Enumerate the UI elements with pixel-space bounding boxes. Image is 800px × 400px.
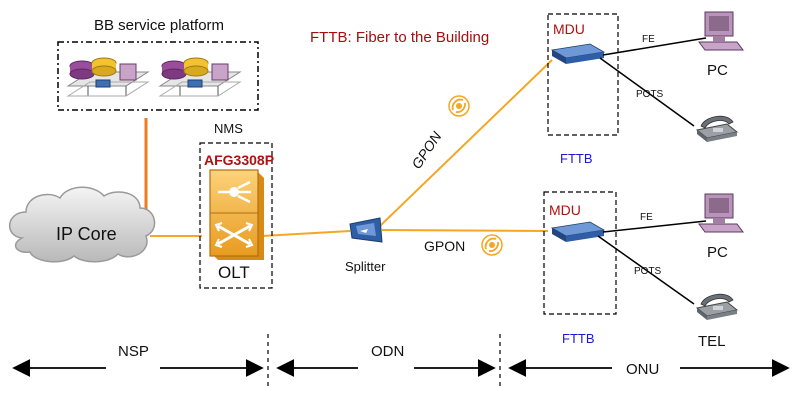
ip-core-label: IP Core xyxy=(56,224,117,244)
optical-signal-icon xyxy=(448,95,470,117)
telephone-icon xyxy=(695,115,739,142)
mdu-lower-boundary xyxy=(543,191,617,315)
segment-nsp: NSP xyxy=(12,343,264,377)
olt-model: AFG3308P xyxy=(204,152,274,168)
pc-icon xyxy=(698,193,744,233)
telephone-icon xyxy=(695,293,739,320)
onu-label: ONU xyxy=(626,361,659,378)
mdu-lower-label: MDU xyxy=(549,202,581,218)
mdu-upper-fe-link xyxy=(602,37,707,56)
mdu-lower-fttb: FTTB xyxy=(562,331,595,346)
server-icon xyxy=(66,57,150,97)
gpon-upper-label: GPON xyxy=(408,128,445,172)
bb-service-platform: BB service platform xyxy=(57,17,259,111)
switch-icon xyxy=(550,221,606,242)
mdu-upper-fe-label: FE xyxy=(642,34,655,45)
mdu-lower-pc-label: PC xyxy=(707,244,728,261)
splitter-mdu-upper-fiber xyxy=(379,59,553,227)
mdu-lower: MDU FTTB xyxy=(543,191,617,346)
diagram-title: FTTB: Fiber to the Building xyxy=(310,29,489,46)
olt-label: OLT xyxy=(218,263,250,282)
ip-core-cloud: IP Core xyxy=(9,186,156,263)
olt-splitter-fiber xyxy=(261,230,351,237)
pc-icon xyxy=(698,11,744,51)
splitter-mdu-lower-fiber xyxy=(381,229,549,232)
segment-onu: ONU xyxy=(508,359,790,378)
mdu-upper-boundary xyxy=(547,13,619,136)
mdu-upper-pots-link xyxy=(599,57,695,127)
mdu-lower-pots-label: POTS xyxy=(634,266,662,277)
mdu-upper-fttb: FTTB xyxy=(560,151,593,166)
switch-icon xyxy=(550,43,606,64)
bb-platform-label: BB service platform xyxy=(94,17,224,34)
mdu-lower-pots-link xyxy=(597,235,695,305)
nsp-label: NSP xyxy=(118,343,149,360)
segment-odn: ODN xyxy=(276,343,496,377)
splitter-label: Splitter xyxy=(345,259,386,274)
olt-boundary xyxy=(199,142,273,289)
odn-label: ODN xyxy=(371,343,404,360)
olt: NMS AFG3308P OLT xyxy=(199,121,274,289)
cloud-icon xyxy=(9,186,156,263)
nms-label: NMS xyxy=(214,121,243,136)
mdu-upper-label: MDU xyxy=(553,21,585,37)
splitter-icon xyxy=(349,217,383,243)
mdu-upper-pc-label: PC xyxy=(707,62,728,79)
mdu-lower-fe-link xyxy=(602,220,707,233)
mdu-lower-tel-label: TEL xyxy=(698,333,726,350)
mdu-upper: MDU FTTB xyxy=(547,13,619,166)
server-icon xyxy=(158,57,242,97)
mdu-upper-pots-label: POTS xyxy=(636,89,664,100)
olt-icon xyxy=(209,169,264,260)
optical-signal-icon xyxy=(481,234,503,256)
splitter: Splitter xyxy=(345,217,386,274)
gpon-lower-label: GPON xyxy=(424,238,465,254)
bb-platform-boundary xyxy=(57,41,259,111)
mdu-lower-fe-label: FE xyxy=(640,212,653,223)
